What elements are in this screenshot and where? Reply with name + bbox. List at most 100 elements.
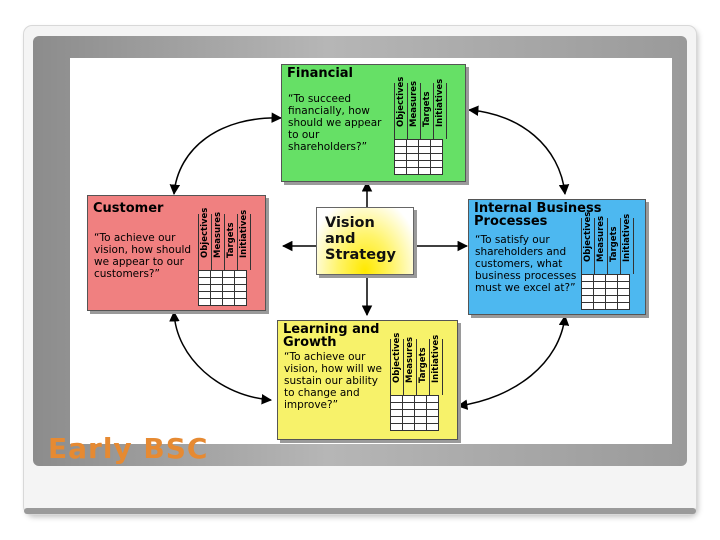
grid-cell bbox=[395, 154, 407, 161]
vision-and-strategy-box: Vision and Strategy bbox=[316, 207, 414, 275]
grid-cell bbox=[403, 396, 415, 403]
learning-grid bbox=[390, 395, 439, 431]
grid-cell bbox=[395, 140, 407, 147]
grid-cell bbox=[223, 271, 235, 278]
grid-cell bbox=[407, 154, 419, 161]
column-header-measures: Measures bbox=[594, 216, 607, 274]
customer-column-headers: Objectives Measures Targets Initiatives bbox=[198, 208, 251, 270]
grid-cell bbox=[395, 168, 407, 175]
grid-cell bbox=[431, 154, 443, 161]
column-header-initiatives: Initiatives bbox=[620, 214, 634, 274]
column-header-objectives: Objectives bbox=[390, 333, 403, 395]
financial-grid bbox=[394, 139, 443, 175]
grid-cell bbox=[235, 285, 247, 292]
grid-cell bbox=[391, 424, 403, 431]
grid-cell bbox=[415, 424, 427, 431]
grid-cell bbox=[391, 403, 403, 410]
internal-grid bbox=[581, 274, 630, 310]
grid-cell bbox=[618, 275, 630, 282]
grid-cell bbox=[199, 299, 211, 306]
grid-cell bbox=[223, 299, 235, 306]
customer-title: Customer bbox=[93, 201, 164, 216]
grid-cell bbox=[235, 278, 247, 285]
grid-cell bbox=[235, 299, 247, 306]
internal-business-processes-perspective: Internal Business Processes “To satisfy … bbox=[468, 199, 646, 315]
grid-cell bbox=[431, 147, 443, 154]
arrow-customer-learning bbox=[169, 310, 273, 405]
grid-cell bbox=[431, 140, 443, 147]
grid-cell bbox=[419, 147, 431, 154]
internal-column-headers: Objectives Measures Targets Initiatives bbox=[581, 212, 634, 274]
grid-cell bbox=[403, 417, 415, 424]
bsc-diagram: Financial “To succeed financially, how s… bbox=[70, 58, 672, 444]
grid-cell bbox=[594, 282, 606, 289]
column-header-measures: Measures bbox=[211, 212, 224, 270]
customer-question: “To achieve our vision, how should we ap… bbox=[94, 232, 192, 280]
grid-cell bbox=[407, 168, 419, 175]
grid-cell bbox=[431, 161, 443, 168]
grid-cell bbox=[419, 161, 431, 168]
grid-cell bbox=[235, 271, 247, 278]
grid-cell bbox=[419, 168, 431, 175]
grid-cell bbox=[618, 289, 630, 296]
grid-cell bbox=[395, 147, 407, 154]
grid-cell bbox=[415, 417, 427, 424]
internal-question: “To satisfy our shareholders and custome… bbox=[475, 234, 577, 294]
column-header-targets: Targets bbox=[224, 214, 237, 270]
grid-cell bbox=[199, 278, 211, 285]
financial-perspective: Financial “To succeed financially, how s… bbox=[281, 64, 466, 182]
internal-title-line2: Processes bbox=[474, 214, 548, 229]
financial-title: Financial bbox=[287, 66, 354, 81]
diagram-arrows bbox=[169, 105, 570, 410]
grid-cell bbox=[223, 285, 235, 292]
arrow-financial-internal bbox=[467, 105, 570, 196]
internal-title-line1: Internal Business bbox=[474, 201, 602, 216]
vision-line: Vision bbox=[325, 215, 375, 231]
grid-cell bbox=[415, 396, 427, 403]
grid-cell bbox=[415, 410, 427, 417]
grid-cell bbox=[415, 403, 427, 410]
grid-cell bbox=[419, 154, 431, 161]
grid-cell bbox=[199, 285, 211, 292]
learning-column-headers: Objectives Measures Targets Initiatives bbox=[390, 333, 443, 395]
customer-perspective: Customer “To achieve our vision, how sho… bbox=[87, 195, 266, 311]
customer-grid bbox=[198, 270, 247, 306]
grid-cell bbox=[594, 289, 606, 296]
grid-cell bbox=[618, 282, 630, 289]
slide-bottom-rule bbox=[24, 508, 696, 514]
slide-title: Early BSC bbox=[48, 432, 209, 465]
grid-cell bbox=[407, 140, 419, 147]
grid-cell bbox=[427, 396, 439, 403]
arrow-internal-learning bbox=[456, 314, 570, 410]
grid-cell bbox=[618, 303, 630, 310]
grid-cell bbox=[391, 417, 403, 424]
vision-and-strategy-label: Vision and Strategy bbox=[325, 215, 396, 263]
column-header-targets: Targets bbox=[420, 83, 433, 139]
grid-cell bbox=[391, 396, 403, 403]
column-header-targets: Targets bbox=[416, 339, 429, 395]
column-header-initiatives: Initiatives bbox=[433, 79, 447, 139]
grid-cell bbox=[606, 296, 618, 303]
grid-cell bbox=[403, 424, 415, 431]
column-header-initiatives: Initiatives bbox=[429, 335, 443, 395]
grid-cell bbox=[199, 271, 211, 278]
grid-cell bbox=[427, 403, 439, 410]
grid-cell bbox=[407, 147, 419, 154]
grid-cell bbox=[606, 282, 618, 289]
and-line: and bbox=[325, 231, 356, 247]
grid-cell bbox=[594, 303, 606, 310]
financial-column-headers: Objectives Measures Targets Initiatives bbox=[394, 77, 447, 139]
learning-title-line1: Learning and bbox=[283, 322, 380, 337]
grid-cell bbox=[427, 424, 439, 431]
grid-cell bbox=[211, 278, 223, 285]
grid-cell bbox=[431, 168, 443, 175]
arrow-financial-customer bbox=[169, 112, 283, 196]
grid-cell bbox=[211, 292, 223, 299]
grid-cell bbox=[235, 292, 247, 299]
grid-cell bbox=[582, 296, 594, 303]
financial-question: “To succeed financially, how should we a… bbox=[288, 93, 382, 153]
grid-cell bbox=[211, 285, 223, 292]
grid-cell bbox=[594, 296, 606, 303]
grid-cell bbox=[427, 410, 439, 417]
grid-cell bbox=[403, 410, 415, 417]
